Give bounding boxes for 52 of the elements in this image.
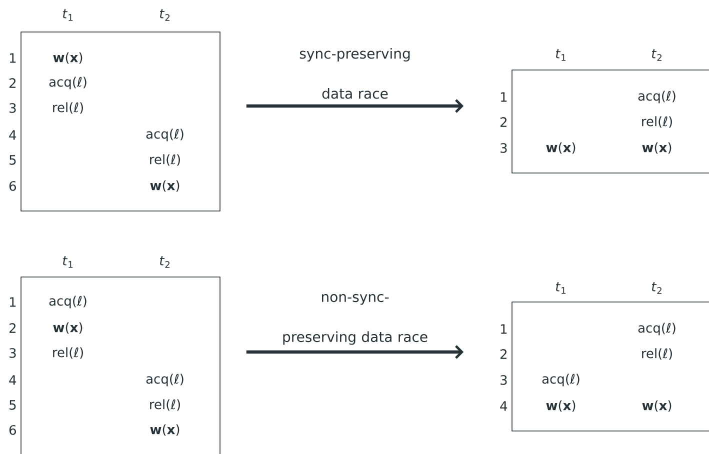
event-label: w(x) (53, 322, 82, 334)
column-header: t$_{1}$ (62, 256, 73, 268)
event-label: w(x) (150, 424, 180, 436)
column-header: t$_{2}$ (160, 9, 170, 21)
row-number: 5 (10, 155, 16, 165)
row-number: 4 (9, 130, 16, 140)
event-label: rel(ℓ) (150, 399, 180, 411)
row-number: 1 (500, 92, 507, 102)
row-number: 1 (500, 324, 507, 334)
event-label: acq(ℓ) (146, 374, 184, 386)
event-label: w(x) (546, 142, 576, 154)
event-label: w(x) (150, 180, 180, 192)
row-number: 1 (10, 297, 16, 307)
row-number: 3 (500, 143, 507, 153)
event-label: acq(ℓ) (146, 128, 184, 142)
column-header: t$_{1}$ (556, 282, 566, 294)
arrow (246, 345, 464, 359)
row-number: 3 (500, 375, 507, 385)
column-header: t$_{2}$ (652, 282, 662, 294)
row-number: 5 (10, 400, 16, 410)
event-label: rel(ℓ) (150, 154, 180, 166)
event-label: acq(ℓ) (49, 76, 86, 90)
row-number: 2 (10, 323, 16, 333)
row-number: 4 (500, 401, 508, 411)
row-number: 2 (10, 78, 16, 88)
column-header: t$_{2}$ (160, 256, 170, 268)
column-header: t$_{2}$ (652, 49, 662, 61)
event-label: w(x) (642, 400, 672, 412)
row-number: 2 (500, 117, 506, 127)
event-label: acq(ℓ) (542, 374, 580, 386)
event-label: acq(ℓ) (49, 296, 86, 308)
row-number: 6 (9, 181, 16, 191)
row-number: 2 (500, 349, 506, 359)
event-label: acq(ℓ) (638, 322, 676, 336)
event-label: rel(ℓ) (53, 347, 83, 359)
event-label: acq(ℓ) (638, 90, 676, 104)
column-header: t$_{1}$ (556, 49, 566, 61)
row-number: 3 (10, 103, 16, 113)
row-number: 1 (10, 53, 16, 63)
edge-label: non-sync-preserving data race (283, 294, 428, 345)
edge-label: sync-preserving data race (300, 48, 410, 99)
event-label: w(x) (53, 52, 82, 64)
row-number: 3 (10, 348, 16, 358)
row-number: 4 (9, 375, 16, 385)
event-label: rel(ℓ) (642, 116, 672, 128)
column-header: t$_{1}$ (62, 9, 73, 21)
event-label: rel(ℓ) (642, 348, 672, 360)
event-label: w(x) (642, 142, 672, 154)
row-number: 6 (9, 425, 16, 435)
event-label: w(x) (546, 400, 576, 412)
arrow (246, 99, 464, 113)
event-label: rel(ℓ) (53, 102, 83, 114)
